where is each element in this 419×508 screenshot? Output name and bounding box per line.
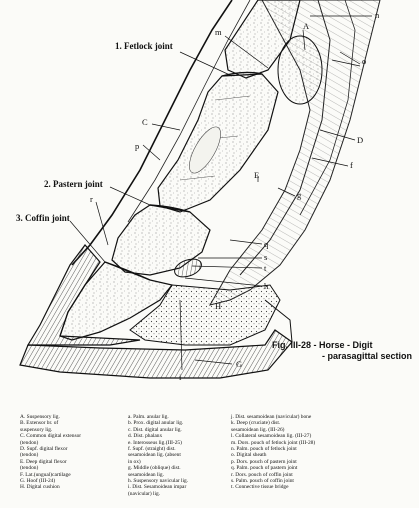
legend-entry: k. Deep (cruciate) dist. xyxy=(231,420,281,427)
legend-entry: i. Dist. Sesamoidean impar xyxy=(128,484,187,491)
legend-entry: t. Connective tissue bridge xyxy=(231,484,289,491)
label-i: i xyxy=(179,372,182,382)
label-D: D xyxy=(357,135,364,145)
legend-entry: g. Middle (oblique) dist. xyxy=(128,465,181,472)
legend-entry: E. Deep digital flexor xyxy=(20,458,67,465)
legend-entry: m. Dors. pouch of fetlock joint (III-28) xyxy=(231,439,316,446)
digital-cushion xyxy=(129,284,281,346)
legend-entry: q. Palm. pouch of pastern joint xyxy=(231,465,298,472)
label-p: p xyxy=(135,141,140,151)
label-m: m xyxy=(215,27,222,37)
pastern-joint-label: 2. Pastern joint xyxy=(44,179,103,189)
label-n: n xyxy=(375,10,380,20)
legend-entry: (tendon) xyxy=(20,465,39,472)
legend-entry: e. Interosseus lig.(III-25) xyxy=(128,439,182,446)
label-s: s xyxy=(264,252,268,262)
label-r: r xyxy=(90,194,93,204)
legend-entry: H. Digital cushion xyxy=(20,484,60,491)
legend-entry: A. Suspensory lig. xyxy=(20,414,60,420)
label-h: h xyxy=(264,281,269,291)
legend-entry: j. Dist. sesamoidean (navicular) bone xyxy=(231,414,312,420)
legend-entry: b. Prox. digital anular lig. xyxy=(128,420,184,427)
label-H: H xyxy=(215,301,222,311)
legend-entry: r. Dors. pouch of coffin joint xyxy=(231,471,293,478)
legend-column-1: A. Suspensory lig.B. Extensor br. of sus… xyxy=(20,414,81,491)
legend-entry: a. Palm. anular lig. xyxy=(128,414,169,420)
legend-entry: o. Digital sheath xyxy=(231,452,267,459)
hoof xyxy=(26,244,141,346)
legend-entry: B. Extensor br. of xyxy=(20,420,59,427)
legend-entry: p. Dors. pouch of pastern joint xyxy=(231,458,297,465)
legend-entry: F. Lat.(ungual)cartilage xyxy=(20,471,71,478)
legend-entry: G. Hoof (III-24) xyxy=(20,478,56,485)
legend-entry: n. Palm. pouch of fetlock joint xyxy=(231,446,297,453)
legend-entry: h. Suspensory navicular lig. xyxy=(128,478,189,485)
legend-entry: sesamoidean lig. (absent xyxy=(128,452,181,459)
legend-entry: sesamoidean lig. (III-26) xyxy=(231,426,285,433)
label-t: t xyxy=(264,263,267,273)
label-G: G xyxy=(236,359,243,369)
label-g: g xyxy=(297,190,302,200)
legend: A. Suspensory lig.B. Extensor br. of sus… xyxy=(0,414,419,508)
label-E: E xyxy=(254,170,260,180)
legend-entry: in ox) xyxy=(128,458,141,465)
caption-line-1: Fig. III-28 - Horse - Digit xyxy=(272,340,373,350)
legend-entry: (navicular) lig. xyxy=(128,490,161,497)
caption-line-2: - parasagittal section xyxy=(322,351,413,361)
label-f: f xyxy=(350,160,353,170)
legend-entry: C. Common digital extensor xyxy=(20,433,82,440)
legend-entry: D. Supf. digital flexor xyxy=(20,446,68,453)
legend-entry: (tendon) xyxy=(20,452,39,459)
label-q: q xyxy=(264,239,269,249)
legend-entry: c. Dist. digital anular lig. xyxy=(128,426,182,433)
label-C: C xyxy=(142,117,148,127)
legend-entry: f. Supf. (straight) dist. xyxy=(128,446,176,453)
legend-entry: (tendon) xyxy=(20,439,39,446)
label-A: A xyxy=(303,21,310,31)
legend-entry: s. Palm. pouch of coffin joint xyxy=(231,478,294,485)
anatomy-figure: 1. Fetlock joint 2. Pastern joint 3. Cof… xyxy=(16,0,412,382)
fetlock-joint-label: 1. Fetlock joint xyxy=(115,41,173,51)
coffin-joint-label: 3. Coffin joint xyxy=(16,213,70,223)
label-o: o xyxy=(362,56,367,66)
legend-column-2: a. Palm. anular lig.b. Prox. digital anu… xyxy=(128,414,188,497)
digit-section-drawing xyxy=(19,0,381,379)
legend-entry: d. Dist. phalanx xyxy=(128,433,163,440)
legend-entry: sesamoidean lig. xyxy=(128,471,164,478)
legend-entry: l. Collateral sesamoidean lig. (III-27) xyxy=(231,433,312,440)
legend-entry: suspensory lig. xyxy=(20,426,53,433)
figure-caption: Fig. III-28 - Horse - Digit - parasagitt… xyxy=(272,340,412,362)
middle-phalanx xyxy=(111,204,211,276)
